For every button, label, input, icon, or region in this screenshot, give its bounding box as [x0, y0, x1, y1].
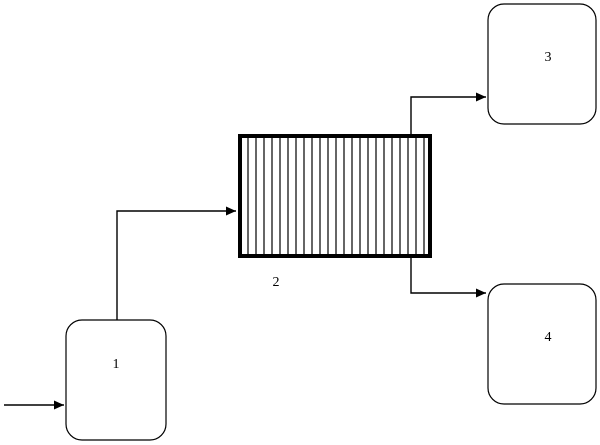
unit-2-label: 2: [273, 275, 280, 290]
arrow-2-to-3: [410, 92, 486, 136]
unit-2-block: [238, 134, 432, 258]
unit-4-box: [487, 283, 597, 405]
unit-1-label: 1: [113, 357, 120, 372]
unit-1-box: [65, 319, 167, 441]
arrow-2-to-4: [410, 256, 486, 298]
unit-3-label: 3: [545, 50, 552, 65]
unit-4-label: 4: [545, 330, 552, 345]
arrow-1-to-2: [116, 206, 236, 320]
unit-2-hatching: [247, 136, 425, 256]
unit-3-box: [487, 3, 597, 125]
